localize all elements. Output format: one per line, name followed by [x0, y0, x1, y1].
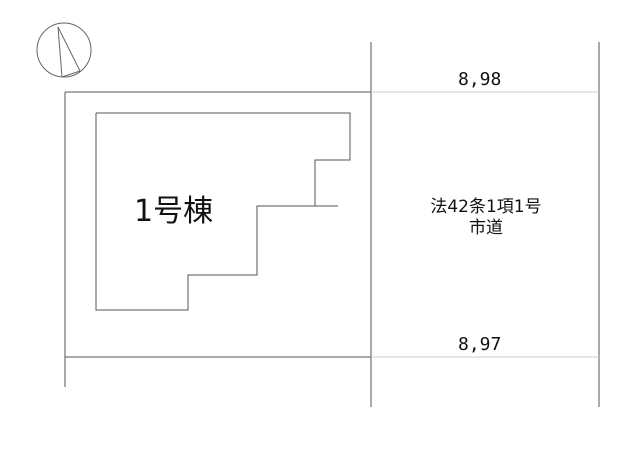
- north-arrow-icon: [36, 22, 92, 78]
- building-label: 1号棟: [134, 194, 214, 229]
- road-classification: 法42条1項1号: [430, 197, 542, 217]
- road-type: 市道: [469, 218, 503, 238]
- lot-boundary: [64, 91, 371, 387]
- road-dimension-lines: [371, 91, 599, 358]
- road-label: 法42条1項1号 市道: [386, 197, 586, 239]
- frontage-bottom-dimension: 8,97: [458, 334, 502, 355]
- frontage-top-dimension: 8,98: [458, 69, 502, 90]
- building-footprint: [95, 112, 351, 311]
- road-boundary: [370, 42, 600, 407]
